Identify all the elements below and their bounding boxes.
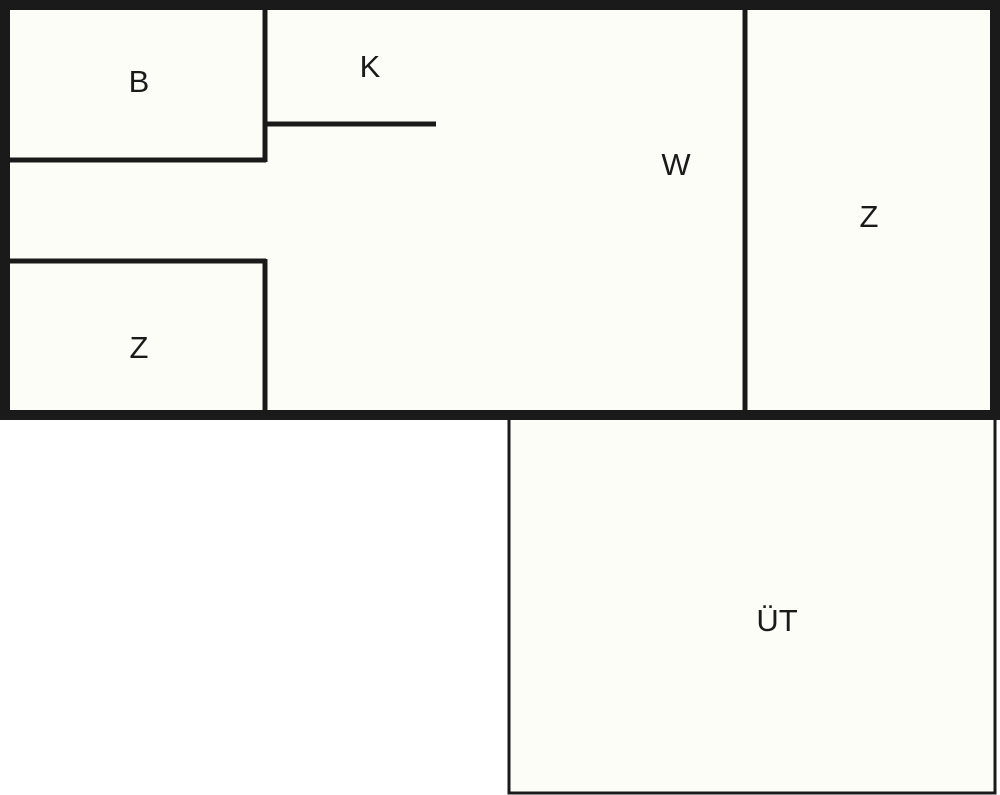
room-label-b: B (129, 64, 150, 99)
room-label-ut: ÜT (756, 603, 797, 638)
room-label-k: K (360, 49, 381, 84)
room-label-z-left: Z (130, 330, 149, 365)
apartment-outer-wall (0, 0, 1000, 420)
room-label-w: W (661, 147, 691, 182)
terrace-floor (507, 413, 997, 795)
apartment-floor (5, 5, 995, 415)
room-label-z-right: Z (860, 199, 879, 234)
